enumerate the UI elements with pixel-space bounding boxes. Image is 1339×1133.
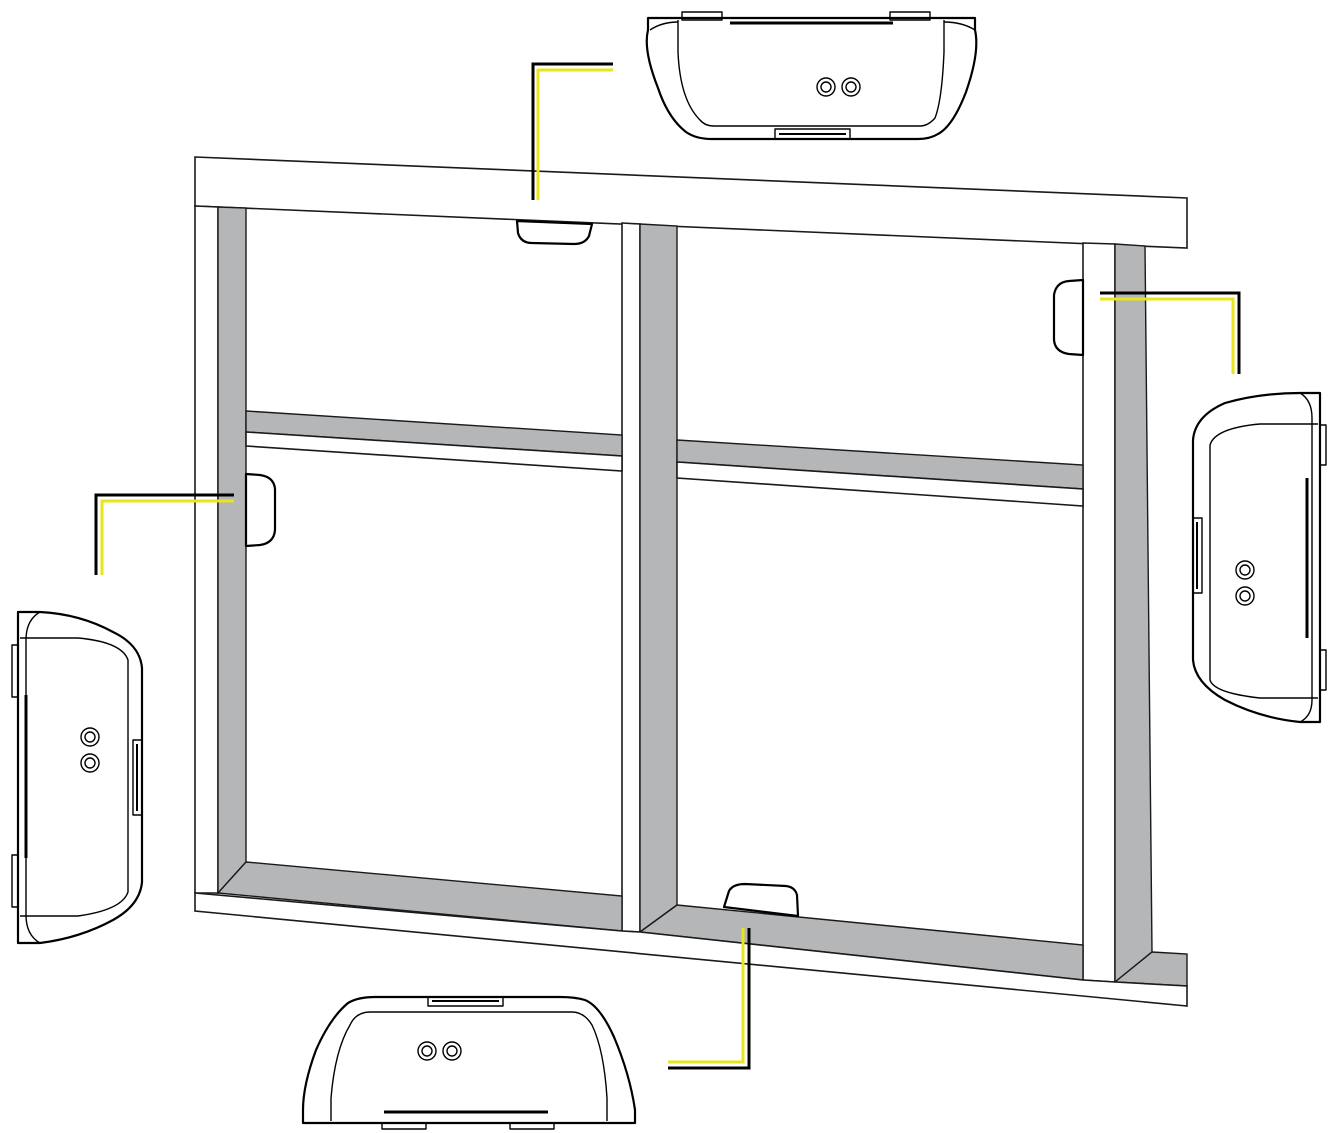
- leader-left-black: [94, 493, 234, 575]
- mounted-sensors: [244, 219, 1085, 918]
- window-frame: [194, 156, 1188, 1007]
- sensor-mounted-right: [1052, 278, 1085, 357]
- callout-bottom-button-b: [442, 1041, 462, 1061]
- frame-right-jamb-depth: [1114, 243, 1153, 984]
- callout-left-button-b: [80, 753, 100, 773]
- callout-left-button-a: [80, 727, 100, 747]
- callout-sensor-bottom-view: [301, 995, 637, 1130]
- callout-sensor-left-view: [11, 610, 144, 945]
- callout-bottom-button-a: [417, 1041, 437, 1061]
- leader-left-yellow: [100, 499, 234, 575]
- callout-top-button-a: [816, 77, 836, 97]
- sensor-mounted-top: [515, 219, 594, 246]
- frame-sill-board: [194, 892, 1188, 1007]
- leader-right-black: [1100, 291, 1241, 374]
- frame-header-board: [194, 156, 1188, 249]
- leader-top-black: [531, 62, 613, 200]
- leader-top-yellow: [536, 68, 613, 200]
- callout-sensor-right-view: [1191, 391, 1327, 724]
- frame-right-jamb-face: [1082, 242, 1116, 983]
- callout-sensor-top-view: [645, 11, 978, 141]
- callout-top-button-b: [841, 77, 861, 97]
- sensor-mounted-left: [244, 472, 277, 548]
- sensor-mounted-bottom: [722, 882, 800, 918]
- leader-bottom-black: [668, 928, 751, 1070]
- frame-left-jamb-face: [194, 205, 219, 894]
- frame-right-mid-rail-face: [676, 461, 1084, 507]
- frame-center-mullion-face: [621, 222, 641, 933]
- frame-left-jamb-depth: [217, 206, 247, 895]
- callout-right-button-b: [1235, 586, 1255, 606]
- callout-right-button-a: [1235, 560, 1255, 580]
- leader-lines: [94, 62, 1241, 1070]
- frame-center-mullion-depth: [639, 223, 678, 934]
- leader-right-yellow: [1100, 297, 1235, 374]
- leader-bottom-yellow: [668, 928, 745, 1064]
- frame-left-mid-rail-face: [245, 431, 623, 472]
